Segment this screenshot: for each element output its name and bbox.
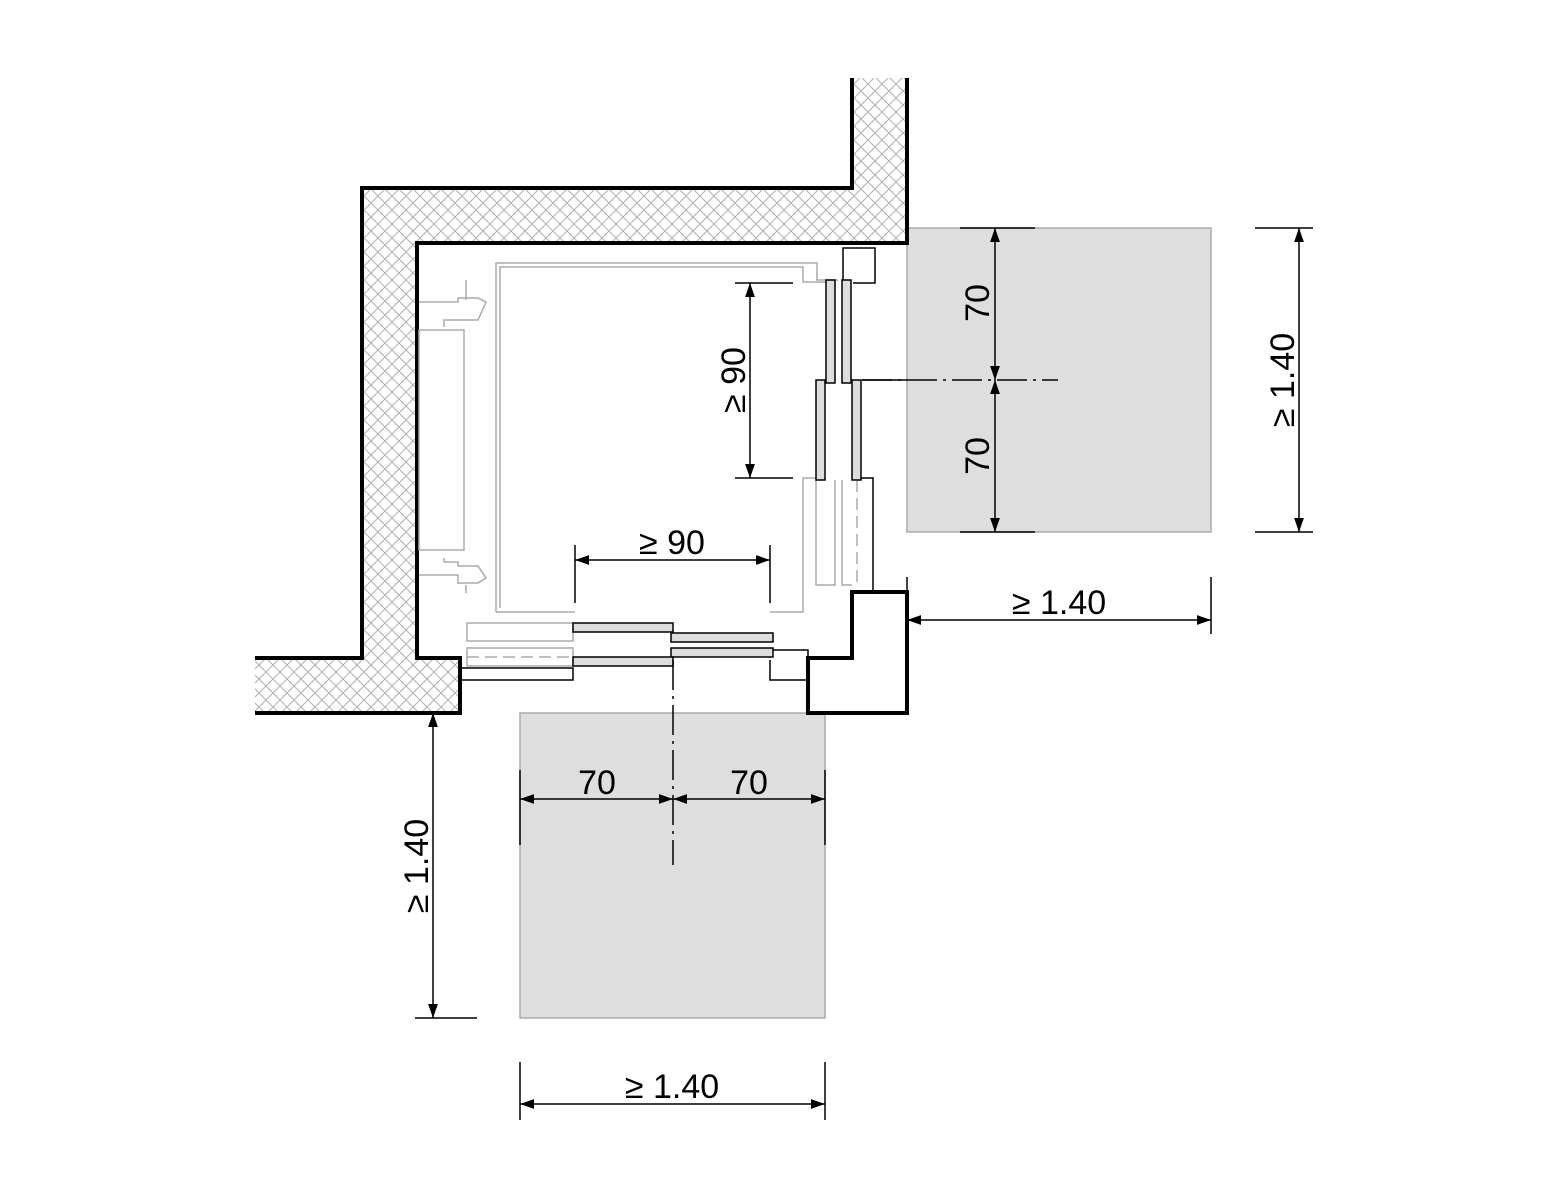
- rail-bracket-top: [419, 280, 487, 327]
- dim-car-depth: ≥ 90: [715, 282, 793, 479]
- door-frames: [460, 247, 907, 681]
- bottom-zone-left-label: 70: [578, 764, 616, 802]
- dim-bottom-zone-width: ≥ 1.40: [519, 1062, 826, 1120]
- bottom-zone-depth-label: ≥ 1.40: [398, 819, 436, 913]
- dim-car-width: ≥ 90: [574, 524, 771, 603]
- counterweight: [418, 329, 465, 551]
- shaft-wall: [255, 78, 909, 715]
- dim-bottom-zone-halves: 70 70: [519, 764, 826, 845]
- dim-bottom-zone-depth: ≥ 1.40: [398, 713, 477, 1019]
- front-door-panels: [572, 622, 774, 667]
- rail-bracket-bottom: [419, 558, 488, 593]
- dim-right-zone-height: ≥ 1.40: [1255, 227, 1313, 533]
- elevator-car: [418, 262, 858, 667]
- dim-right-zone-width: ≥ 1.40: [906, 577, 1212, 634]
- right-zone-height-label: ≥ 1.40: [1264, 333, 1302, 427]
- right-zone-upper-label: 70: [959, 284, 997, 322]
- car-depth-label: ≥ 90: [715, 347, 753, 413]
- bottom-zone-width-label: ≥ 1.40: [625, 1068, 719, 1106]
- dim-right-zone-halves: 70 70: [959, 227, 1035, 533]
- car-width-label: ≥ 90: [639, 524, 705, 562]
- bottom-zone-right-label: 70: [730, 764, 768, 802]
- right-zone-width-label: ≥ 1.40: [1012, 584, 1106, 622]
- side-door-panels: [815, 279, 862, 481]
- right-zone-lower-label: 70: [959, 437, 997, 475]
